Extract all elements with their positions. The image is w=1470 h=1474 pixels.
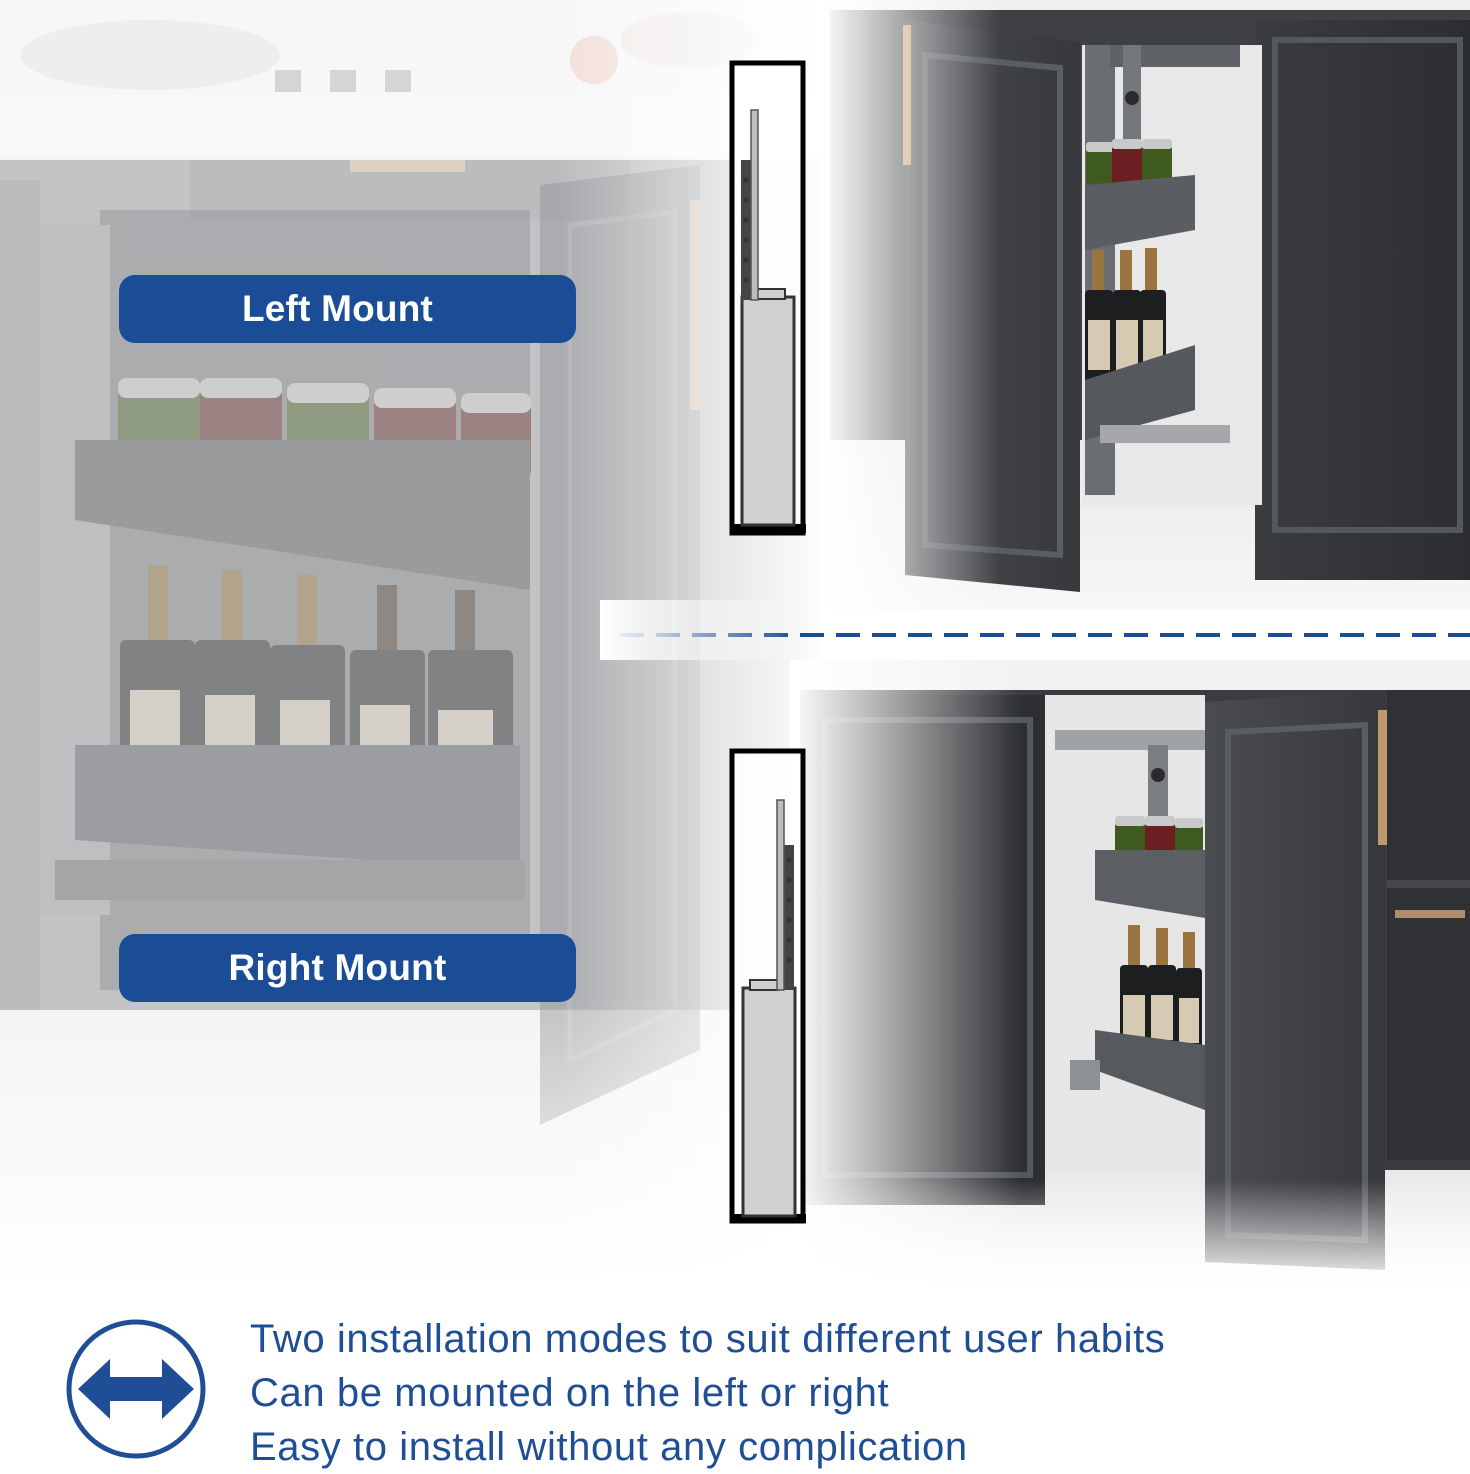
caption-line-1: Two installation modes to suit different… bbox=[250, 1317, 1166, 1361]
caption-text-block: Two installation modes to suit different… bbox=[250, 1312, 1430, 1474]
product-photo: Left Mount Right Mount bbox=[0, 0, 1470, 1290]
left-mount-label: Left Mount bbox=[119, 275, 576, 343]
right-mount-diagram bbox=[729, 748, 806, 1224]
feature-caption-area bbox=[0, 1290, 1470, 1470]
cabinet-scene bbox=[0, 0, 1470, 1290]
right-mount-label: Right Mount bbox=[119, 934, 576, 1002]
double-arrow-icon bbox=[66, 1319, 206, 1459]
right-mount-bottles bbox=[1120, 925, 1202, 1065]
caption-line-2: Can be mounted on the left or right bbox=[250, 1371, 890, 1415]
left-mount-diagram bbox=[729, 60, 806, 536]
caption-line-3: Easy to install without any complication bbox=[250, 1425, 968, 1469]
